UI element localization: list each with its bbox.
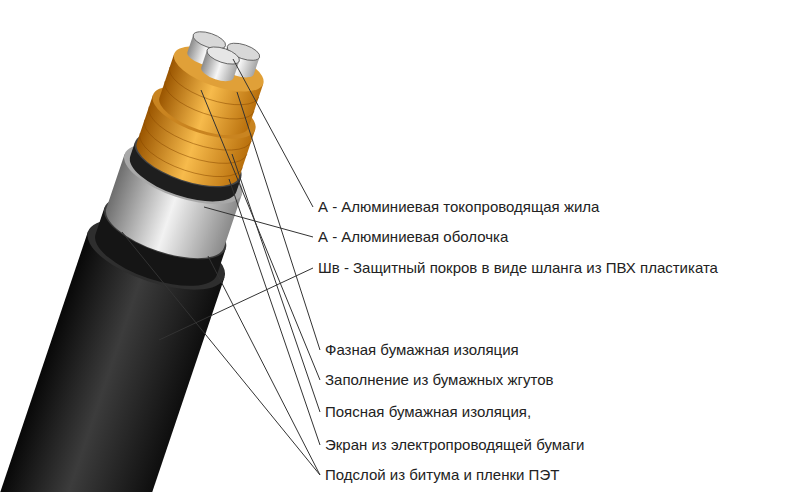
- part-label: Поясная бумажная изоляция,: [325, 403, 531, 421]
- leader-line: [237, 92, 320, 350]
- part-label: А - Алюминиевая токопроводящая жила: [318, 198, 599, 216]
- leader-line: [122, 232, 320, 475]
- leader-line: [233, 59, 313, 207]
- leader-line: [229, 179, 320, 445]
- leader-line: [232, 154, 320, 412]
- part-label: Экран из электропроводящей бумаги: [325, 436, 584, 454]
- leader-line: [159, 268, 313, 340]
- leader-lines: [122, 59, 320, 475]
- part-label: Подслой из битума и пленки ПЭТ: [325, 466, 559, 484]
- leader-line: [208, 256, 320, 475]
- part-label: Заполнение из бумажных жгутов: [325, 371, 554, 389]
- leader-line: [201, 90, 320, 380]
- cable-body: [0, 16, 297, 492]
- part-label: Фазная бумажная изоляция: [325, 341, 519, 359]
- part-label: А - Алюминиевая оболочка: [318, 228, 508, 246]
- part-label: Шв - Защитный покров в виде шланга из ПВ…: [318, 259, 718, 277]
